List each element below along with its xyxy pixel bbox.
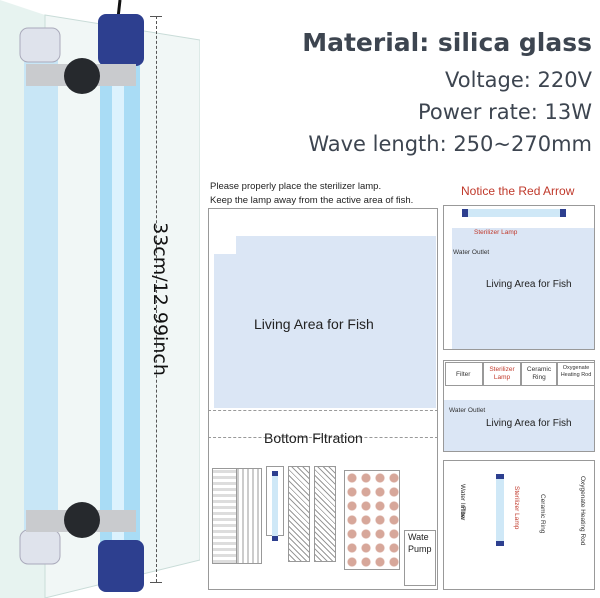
water-pump-label-2: Pump [408,544,432,554]
side-top-panel [443,205,595,350]
filter-mesh-1 [288,466,310,562]
side-bottom-ceramic-label: Ceramic Ring [539,494,546,534]
back-tube [24,30,58,560]
living-area-label: Living Area for Fish [254,316,374,332]
living-area-water [236,236,436,408]
sterilizer-lamp-slot [266,466,284,541]
filter-mesh-2 [314,466,336,562]
ceramic-ring-chamber [344,470,400,570]
spec-material: Material: silica glass [302,28,592,57]
instruction-line-1: Please properly place the sterilizer lam… [210,181,382,192]
spec-power: Power rate: 13W [417,100,592,124]
side-middle-living-label: Living Area for Fish [486,418,572,429]
side-top-water [452,228,594,349]
side-middle-ceramic-cell [521,362,557,386]
back-tube-cap-top [19,27,61,63]
instruction-line-2: Keep the lamp away from the active area … [210,195,414,206]
side-top-outlet-label: Water Outlet [453,249,490,256]
side-bottom-lamp-label: Sterilizer Lamp [513,486,520,530]
side-middle-filter-label: Filter [456,371,471,378]
dimension-cap-top [150,16,162,17]
water-pump-box [404,530,436,586]
side-middle-oxygen-label: Oxygenate Heating Rod [560,365,592,378]
suction-cup-bottom [64,502,100,538]
side-middle-water [444,400,594,451]
side-bottom-lamp-icon [496,474,504,546]
side-bottom-oxygen-label: Oxygenate Heating Rod [579,476,586,546]
dimension-label: 33cm/12.99inch [149,222,171,376]
dimension-cap-bottom [150,582,162,583]
water-pump-label-1: Wate [408,532,429,542]
front-tube-cap-top [98,14,144,66]
lamp-product-photo [0,0,200,598]
aquarium-outline [208,208,438,590]
front-tube-cap-bottom [98,540,144,592]
sterilizer-lamp-icon [272,471,278,541]
bottom-filtration-label: Bottom Fltration [264,430,363,446]
side-bottom-filter-label: Filter [459,506,466,521]
side-middle-lamp-label: Sterilizer Lamp [489,366,515,381]
side-top-lamp-icon [462,209,566,217]
side-middle-panel [443,360,595,452]
side-bottom-panel [443,460,595,590]
dimension-line [156,16,157,582]
front-tube-glow [112,60,124,540]
overflow-column [214,254,236,408]
back-tube-cap-bottom [19,529,61,565]
suction-cup-top [64,58,100,94]
return-pipe [208,410,438,438]
notice-red-arrow: Notice the Red Arrow [461,184,575,198]
side-middle-lamp-cell [483,362,521,386]
side-middle-outlet-label: Water Outlet [449,407,486,414]
side-top-lamp-label: Sterilizer Lamp [474,229,518,236]
side-middle-filter-cell [445,362,483,386]
spec-voltage: Voltage: 220V [445,68,592,92]
side-top-living-label: Living Area for Fish [486,279,572,290]
side-middle-ceramic-label: Ceramic Ring [526,366,552,381]
spec-wavelength: Wave length: 250~270mm [308,132,592,156]
side-middle-oxygen-cell [557,362,595,386]
filter-sponge-2 [236,468,262,564]
